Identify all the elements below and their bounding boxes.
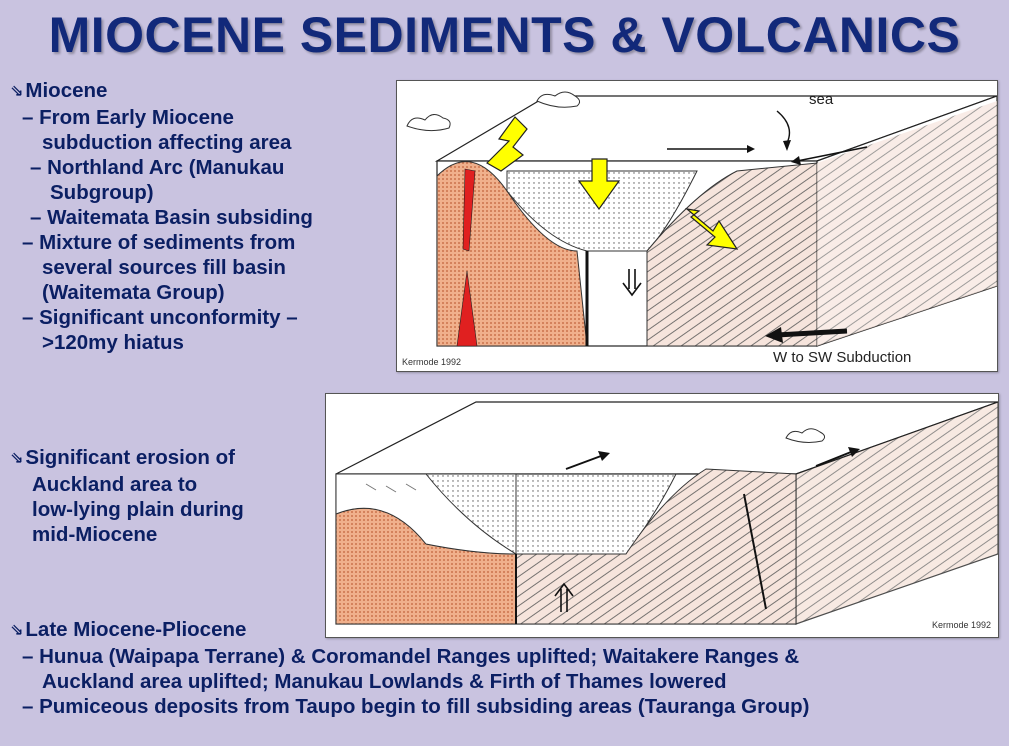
list-item: several sources fill basin — [42, 256, 286, 279]
list-item: Subgroup) — [50, 181, 154, 204]
section-heading: Miocene — [25, 79, 108, 102]
figure-credit: Kermode 1992 — [932, 620, 992, 630]
list-item: subduction affecting area — [42, 131, 292, 154]
figure-credit: Kermode 1992 — [402, 357, 462, 367]
list-item: – From Early Miocene — [22, 106, 234, 129]
list-item: >120my hiatus — [42, 331, 184, 354]
page-title: MIOCENE SEDIMENTS & VOLCANICS — [48, 7, 961, 63]
list-item: (Waitemata Group) — [42, 281, 225, 304]
section-erosion: ⇘Significant erosion of Auckland area to… — [10, 445, 244, 547]
list-item: – Pumiceous deposits from Taupo begin to… — [22, 695, 810, 718]
sea-label: sea — [809, 91, 834, 108]
list-item: Auckland area to — [32, 473, 198, 496]
list-item: – Northland Arc (Manukau — [30, 156, 285, 179]
section-miocene: ⇘Miocene – From Early Miocene subduction… — [10, 78, 313, 355]
list-item: low-lying plain during — [32, 498, 244, 521]
list-item: Auckland area uplifted; Manukau Lowlands… — [42, 670, 727, 693]
arrow-bullet-icon: ⇘ — [10, 450, 24, 467]
list-item: mid-Miocene — [32, 523, 158, 546]
list-item: – Significant unconformity – — [22, 306, 298, 329]
arrow-bullet-icon: ⇘ — [10, 622, 24, 639]
block-diagram-image — [335, 401, 998, 625]
figure-erosion-diagram: Kermode 1992 — [325, 393, 999, 638]
section-heading: Late Miocene-Pliocene — [25, 618, 247, 641]
figure-subduction-diagram: sea W to SW Subduction Kermode 1992 — [396, 80, 998, 372]
list-item: – Waitemata Basin subsiding — [30, 206, 313, 229]
list-item: – Hunua (Waipapa Terrane) & Coromandel R… — [22, 645, 800, 668]
list-item: – Mixture of sediments from — [22, 231, 296, 254]
block-diagram-image — [406, 91, 997, 347]
arrow-bullet-icon: ⇘ — [10, 83, 24, 100]
section-heading: Significant erosion of — [25, 446, 235, 469]
subduction-label: W to SW Subduction — [773, 349, 912, 366]
section-late-miocene: ⇘Late Miocene-Pliocene – Hunua (Waipapa … — [10, 617, 809, 719]
